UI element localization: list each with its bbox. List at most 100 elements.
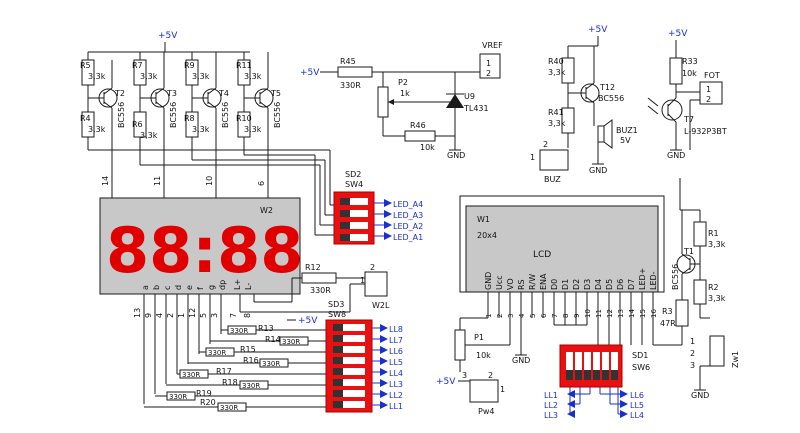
label-sw6: SW6	[632, 363, 650, 372]
label-sw8: SW8	[328, 310, 346, 319]
value-r4: 3,3k	[88, 125, 106, 134]
label-r14: R14	[265, 335, 281, 344]
lcd-pin-ledminus: LED-	[649, 271, 658, 290]
vcc-label-pw4: +5V	[436, 377, 456, 387]
net-sd1-ll2: LL2	[544, 401, 558, 410]
net-sd1-ll5: LL5	[630, 401, 644, 410]
lcd-num-7: 7	[551, 314, 559, 318]
phototransistor-t7-icon	[661, 99, 683, 121]
net-ll2: LL2	[389, 391, 403, 400]
label-r11: R11	[236, 61, 252, 70]
value-r7: 3,3k	[140, 72, 158, 81]
label-fot: FOT	[704, 71, 720, 80]
fot-pin1: 1	[706, 85, 711, 94]
vcc-label-vref: +5V	[300, 68, 320, 78]
label-r13: R13	[258, 324, 274, 333]
net-ll5: LL5	[389, 358, 403, 367]
w2l-pin2: 2	[370, 263, 375, 272]
pin-g: g	[207, 285, 216, 290]
lcd-pin-gnd: GND	[484, 272, 493, 290]
lcd-num-14: 14	[628, 309, 636, 318]
buzzer-stage: +5V R40 3,3k R41 3,3k T12 BC556 BUZ1 5V …	[530, 25, 638, 184]
label-lcd: LCD	[533, 250, 551, 260]
pin-6: 6	[257, 181, 266, 186]
label-r9: R9	[184, 61, 195, 70]
pin-14: 14	[101, 176, 110, 186]
lcd-num-6: 6	[540, 313, 548, 318]
lcd-pin-rs: RS	[517, 279, 526, 290]
digit-driver-stage: +5V	[80, 31, 334, 236]
label-sd3: SD3	[328, 300, 344, 309]
dip-switch-sd3: +5V SD3 SW8 LL8 LL7	[144, 300, 403, 413]
potentiometer-p2	[377, 86, 389, 118]
value-r3: 47R	[660, 319, 676, 328]
label-r46: R46	[410, 121, 426, 130]
lcd-num-9: 9	[573, 314, 581, 318]
resistor-r2	[693, 279, 707, 305]
label-r6: R6	[132, 120, 143, 129]
label-u9: U9	[464, 92, 475, 101]
label-r15: R15	[240, 345, 256, 354]
label-buz1: BUZ1	[616, 126, 638, 135]
lcd-pin-d6: D6	[616, 279, 625, 290]
value-r11: 3,3k	[244, 72, 262, 81]
pin-11: 11	[153, 176, 162, 186]
label-sd2: SD2	[345, 170, 361, 179]
lcd-pin-d7: D7	[627, 279, 636, 290]
pin-a: a	[141, 285, 150, 290]
value-r5: 3,3k	[88, 72, 106, 81]
label-t4: T4	[218, 89, 229, 98]
connector-fot	[699, 81, 723, 105]
label-zw1: Zw1	[731, 351, 740, 368]
net-led-a2: LED_A2	[393, 222, 423, 231]
label-r2: R2	[708, 283, 719, 292]
zw1-pin3: 3	[690, 361, 695, 370]
lcd-pin-rw: R/W	[528, 274, 537, 290]
value-r12: 330R	[310, 286, 331, 295]
label-r19: R19	[196, 389, 212, 398]
label-pw4: Pw4	[478, 407, 494, 416]
lcd-num-5: 5	[529, 314, 537, 318]
lcd-pin-vo: VO	[506, 278, 515, 290]
lcd-num-10: 10	[584, 309, 592, 318]
label-r18: R18	[222, 378, 238, 387]
vref-pin2: 2	[486, 69, 491, 78]
connector-buz	[539, 149, 569, 171]
net-ll7: LL7	[389, 336, 403, 345]
gnd-label-buzzer: GND	[589, 166, 607, 175]
type-t5: BC556	[273, 102, 282, 128]
value-r40: 3,3k	[548, 68, 566, 77]
lcd-num-12: 12	[606, 309, 614, 318]
value-r41: 3,3k	[548, 119, 566, 128]
label-r45: R45	[340, 57, 356, 66]
type-t4: BC556	[221, 102, 230, 128]
type-u9: TL431	[463, 104, 489, 113]
value-r18: 330R	[242, 382, 260, 390]
pw4-pin1: 1	[500, 385, 505, 394]
net-ll6: LL6	[389, 347, 403, 356]
lcd-pin-d1: D1	[561, 279, 570, 290]
bpin-13: 13	[133, 308, 142, 318]
net-ll3: LL3	[389, 380, 403, 389]
resistor-r33	[669, 57, 683, 85]
net-led-a3: LED_A3	[393, 211, 423, 220]
label-t2: T2	[114, 89, 125, 98]
resistor-r46	[404, 130, 436, 142]
lcd-pin-d4: D4	[594, 279, 603, 290]
vref-stage: +5V R45 330R P2 1k R46 10k U9 TL431 GND …	[300, 41, 503, 160]
pin-dp: dp	[218, 280, 227, 290]
pin-b: b	[152, 285, 161, 290]
pw4-pin2: 2	[488, 371, 493, 380]
label-t3: T3	[166, 89, 177, 98]
net-sd1-ll1: LL1	[544, 391, 558, 400]
buzzer-icon	[597, 125, 605, 143]
bpin-2: 2	[166, 313, 175, 318]
zw1-pin1: 1	[690, 337, 695, 346]
buz-pin2: 2	[543, 140, 548, 149]
vcc-label-sd3: +5V	[298, 316, 318, 326]
net-sd1-ll3: LL3	[544, 411, 558, 420]
contrast-pot-stage: P1 10k +5V 3 2 1 Pw4	[436, 317, 511, 416]
type-t3: BC556	[169, 102, 178, 128]
pin-10: 10	[205, 176, 214, 186]
display-w2: W2 88:88 a b c d e f g dp L+ L- 13 9 4 2…	[99, 197, 303, 404]
